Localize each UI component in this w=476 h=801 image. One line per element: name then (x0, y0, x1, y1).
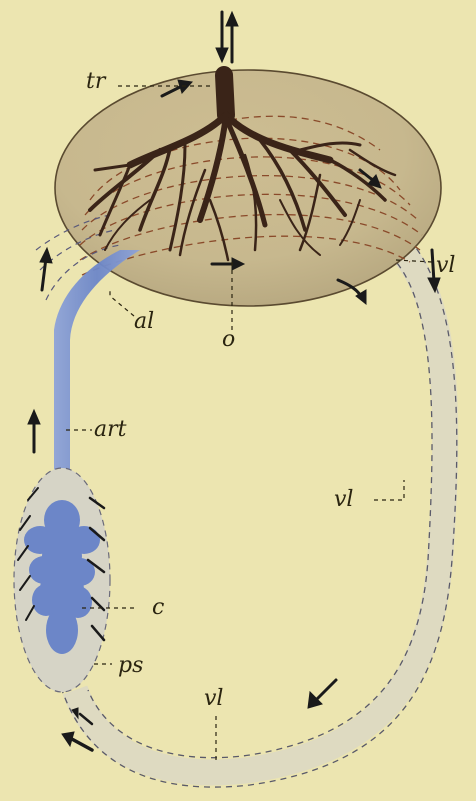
pulmonary-artery (54, 250, 140, 500)
label-vl-mid: vl (334, 487, 353, 512)
venous-return-band (75, 250, 445, 772)
label-art: art (94, 417, 127, 442)
label-o: o (222, 327, 235, 352)
label-al: al (134, 309, 154, 334)
label-tr: tr (86, 69, 107, 94)
label-ps: ps (118, 653, 143, 678)
label-c: c (152, 595, 164, 620)
label-vl-top: vl (436, 253, 455, 278)
label-vl-bottom: vl (204, 686, 223, 711)
